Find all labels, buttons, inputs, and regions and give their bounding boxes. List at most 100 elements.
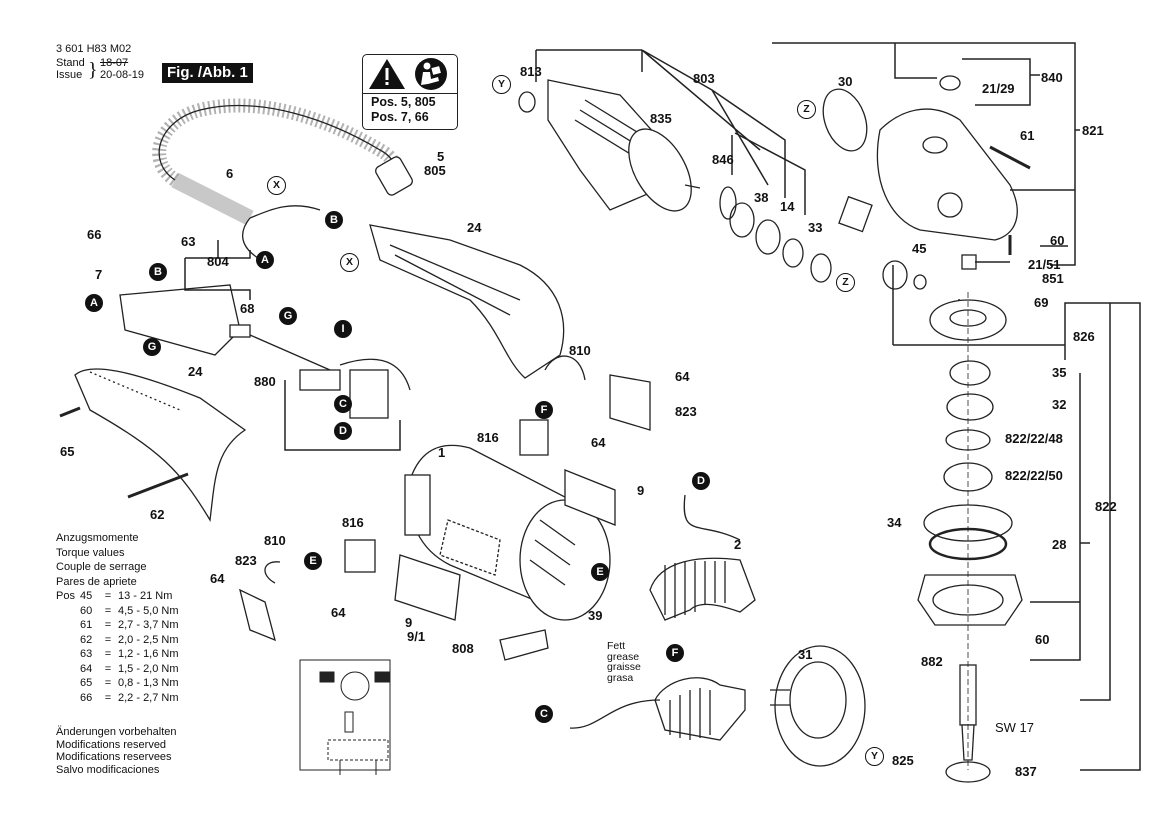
connector-callout-a-switch: A [85, 294, 103, 312]
armature-part [518, 79, 701, 212]
part-label-816-bottom: 816 [342, 515, 364, 530]
torque-title-en: Torque values [56, 546, 125, 559]
torque-title-de: Anzugsmomente [56, 532, 139, 544]
gear-head-housing-part [822, 75, 1031, 290]
part-label-39: 39 [588, 608, 603, 623]
connector-callout-i: I [334, 320, 352, 338]
part-label-813: 813 [520, 64, 542, 79]
part-label-66: 66 [87, 227, 102, 242]
connector-callout-c: C [334, 395, 352, 413]
part-label-6: 6 [226, 166, 234, 181]
brush-covers-part [239, 355, 651, 661]
issue-date: 20-08-19 [100, 69, 145, 81]
part-label-803: 803 [693, 71, 715, 86]
connector-callout-f-top: F [535, 401, 553, 419]
part-label-35: 35 [1052, 365, 1067, 380]
connector-callout-c-coil: C [535, 705, 553, 723]
wiring-schematic [319, 671, 390, 775]
part-label-9-1: 9/1 [407, 629, 426, 644]
fan-baffle-part [770, 645, 866, 767]
part-label-882: 882 [921, 654, 943, 669]
part-label-808: 808 [452, 641, 474, 656]
part-label-804: 804 [207, 254, 229, 269]
rear-handle-lower-part [59, 368, 247, 522]
part-label-69: 69 [1034, 295, 1049, 310]
read-manual-icon [415, 58, 447, 90]
field-coils-part [569, 494, 756, 741]
connector-callout-z-gear: Z [797, 100, 816, 119]
connector-callout-b-switch: B [149, 263, 167, 281]
connector-callout-y-baffle: Y [865, 747, 884, 766]
connector-callout-g: G [279, 307, 297, 325]
spindle-stack-part [917, 292, 1023, 783]
part-label-28: 28 [1052, 537, 1067, 552]
rear-handle-upper-part [369, 224, 565, 379]
connector-callout-g-switch: G [143, 338, 161, 356]
connector-callout-b: B [325, 211, 343, 229]
part-label-805: 805 [424, 163, 446, 178]
part-label-9-top: 9 [637, 483, 645, 498]
part-label-64-left: 64 [210, 571, 225, 586]
torque-title-es: Pares de apriete [56, 575, 137, 588]
part-label-5: 5 [437, 149, 445, 164]
part-label-823-top: 823 [675, 404, 697, 419]
connector-callout-e-left: E [304, 552, 322, 570]
part-label-65: 65 [60, 444, 75, 459]
torque-row: 61=2,7 - 3,7 Nm [80, 619, 179, 631]
part-label-64-top: 64 [675, 369, 690, 384]
part-label-822-22-50: 822/22/50 [1005, 468, 1063, 483]
part-label-1: 1 [438, 445, 446, 460]
connector-callout-d: D [334, 422, 352, 440]
part-label-30: 30 [838, 74, 853, 89]
old-date: 18-07 [100, 57, 129, 69]
connector-callout-a: A [256, 251, 274, 269]
connector-callout-f-coil: F [666, 644, 684, 662]
part-label-61: 61 [1020, 128, 1035, 143]
issue-label: Issue [56, 69, 83, 81]
part-label-9-bottom: 9 [405, 615, 413, 630]
torque-row: 62=2,0 - 2,5 Nm [80, 633, 179, 646]
connector-callout-y-bearing: Y [492, 75, 511, 94]
modifications-note: Änderungen vorbehalten Modifications res… [56, 726, 177, 776]
part-label-38: 38 [754, 190, 769, 205]
part-label-835: 835 [650, 111, 672, 126]
torque-row: 64=1,5 - 2,0 Nm [80, 662, 179, 675]
safety-warning-box: Pos. 5, 805 Pos. 7, 66 [362, 54, 458, 130]
figure-badge: Fig. /Abb. 1 [162, 63, 253, 83]
part-label-24-upper: 24 [467, 220, 482, 235]
part-label-14: 14 [780, 199, 795, 214]
part-label-816-top: 816 [477, 430, 499, 445]
part-label-821: 821 [1082, 123, 1104, 138]
torque-row: 66=2,2 - 2,7 Nm [80, 691, 179, 704]
torque-row: 60=4,5 - 5,0 Nm [80, 604, 179, 617]
connector-callout-z-bearing: Z [836, 273, 855, 292]
part-label-64-bottom: 64 [331, 605, 346, 620]
part-label-68: 68 [240, 301, 255, 316]
connector-callout-x-cord: X [267, 176, 286, 195]
part-label-21-29: 21/29 [982, 81, 1015, 96]
part-label-33: 33 [808, 220, 823, 235]
part-label-851: 851 [1042, 271, 1064, 286]
part-label-837: 837 [1015, 764, 1037, 779]
part-label-60-top: 60 [1050, 233, 1065, 248]
warning-line-2: Pos. 7, 66 [371, 110, 429, 124]
part-label-846: 846 [712, 152, 734, 167]
part-label-822-22-48: 822/22/48 [1005, 431, 1063, 446]
connector-callout-d-coil: D [692, 472, 710, 490]
part-label-826: 826 [1073, 329, 1095, 344]
power-cord-part [152, 98, 413, 259]
part-label-822: 822 [1095, 499, 1117, 514]
torque-title-fr: Couple de serrage [56, 561, 147, 573]
part-label-7: 7 [95, 267, 103, 282]
part-label-sw17: SW 17 [995, 720, 1035, 735]
part-label-63: 63 [181, 234, 196, 249]
part-label-45: 45 [912, 241, 927, 256]
bearing-stack-part [719, 186, 832, 283]
part-number: 3 601 H83 M02 [56, 43, 132, 55]
part-label-21-51: 21/51 [1028, 257, 1061, 272]
part-label-825: 825 [892, 753, 914, 768]
part-label-810-bottom: 810 [264, 533, 286, 548]
part-label-32: 32 [1052, 397, 1067, 412]
